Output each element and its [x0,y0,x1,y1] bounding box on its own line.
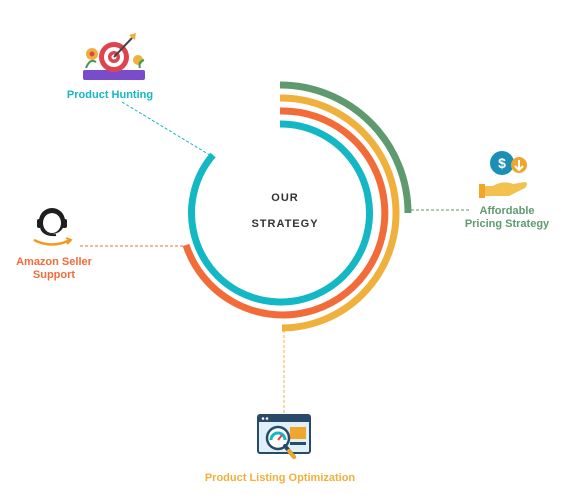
strategy-arcs [182,81,412,332]
label-listing-optimization: Product Listing Optimization [204,472,356,484]
arc-hunting [188,120,374,306]
arc-pricing [279,81,412,214]
label-support-line1: Amazon Seller [16,256,92,268]
center-title-line1: OUR [271,192,299,204]
browser-magnifier-icon [257,414,311,459]
connectors [80,101,470,418]
center-title-line2: STRATEGY [251,218,319,230]
label-pricing-line1: Affordable [479,205,535,217]
headset-support-icon [33,208,73,246]
money-hand-icon: $ [479,151,527,198]
arc-listing [279,94,400,332]
svg-text:$: $ [498,155,506,171]
connector-hunting [121,101,214,158]
label-pricing-line2: Pricing Strategy [464,218,550,230]
label-product-hunting: Product Hunting [66,89,154,101]
label-support-line2: Support [32,269,76,281]
arc-support [182,107,389,319]
target-icon [83,33,145,80]
